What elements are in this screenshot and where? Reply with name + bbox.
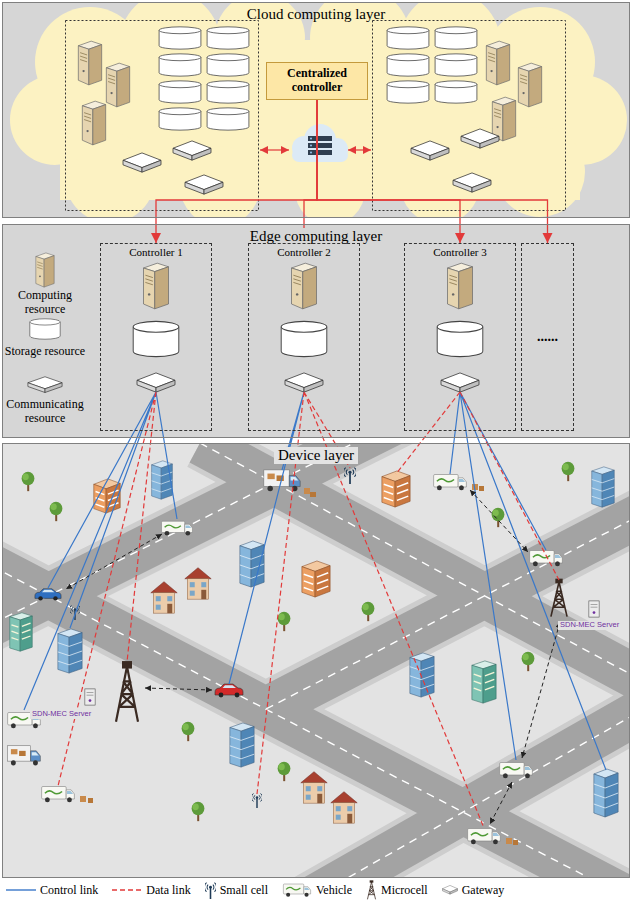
label-holder: SDN-MEC Server [558, 621, 621, 630]
controller-label: Controller 3 [433, 246, 486, 259]
label-holder: Computing resource [2, 289, 88, 317]
resource-label: Computing resource [2, 289, 88, 317]
control-arrow [317, 100, 548, 243]
resource-label: Communicating resource [2, 398, 88, 426]
server-label: SDN-MEC Server [558, 621, 621, 630]
server-label: SDN-MEC Server [30, 710, 93, 719]
gateway-icon [442, 885, 458, 895]
controller-group: Controller 3 [404, 243, 516, 431]
controller-group: Controller 2 [248, 243, 360, 431]
layer-band: Cloud computing layerCentralized control… [2, 2, 630, 218]
controller-label: Controller 2 [277, 246, 330, 259]
controller-box: Centralized controller [266, 62, 368, 100]
resource-label: Storage resource [2, 345, 88, 359]
legend-text: Gateway [462, 883, 505, 898]
control-arrow [317, 100, 460, 243]
control-arrow [304, 100, 317, 243]
label-holder: Communicating resource [2, 398, 88, 426]
layer-title: Cloud computing layer [247, 6, 385, 23]
label-holder: Storage resource [2, 345, 88, 359]
controller-label: Centralized controller [271, 67, 363, 95]
legend-text: Control link [40, 883, 98, 898]
controller-group: Controller 1 [100, 243, 212, 431]
data-link-sample [112, 884, 142, 896]
label-holder: SDN-MEC Server [30, 710, 93, 719]
control-link-sample [6, 884, 36, 896]
legend-text: Microcell [381, 883, 428, 898]
control-arrow [156, 100, 317, 243]
ellipsis: ...... [537, 329, 558, 345]
legend-text: Data link [146, 883, 190, 898]
vehicle-icon [282, 882, 312, 898]
layer-title: Device layer [274, 447, 358, 464]
more-group: ...... [521, 243, 574, 431]
legend-text: Small cell [220, 883, 268, 898]
layer-band: Edge computing layerController 1Controll… [2, 224, 630, 438]
controller-label: Controller 1 [129, 246, 182, 259]
microcell-icon [366, 880, 377, 900]
legend-text: Vehicle [316, 883, 352, 898]
legend: Control link Data link Small cell Vehicle Mi… [6, 880, 518, 900]
layer-band: Device layer [2, 443, 630, 878]
small-cell-icon [205, 881, 216, 899]
